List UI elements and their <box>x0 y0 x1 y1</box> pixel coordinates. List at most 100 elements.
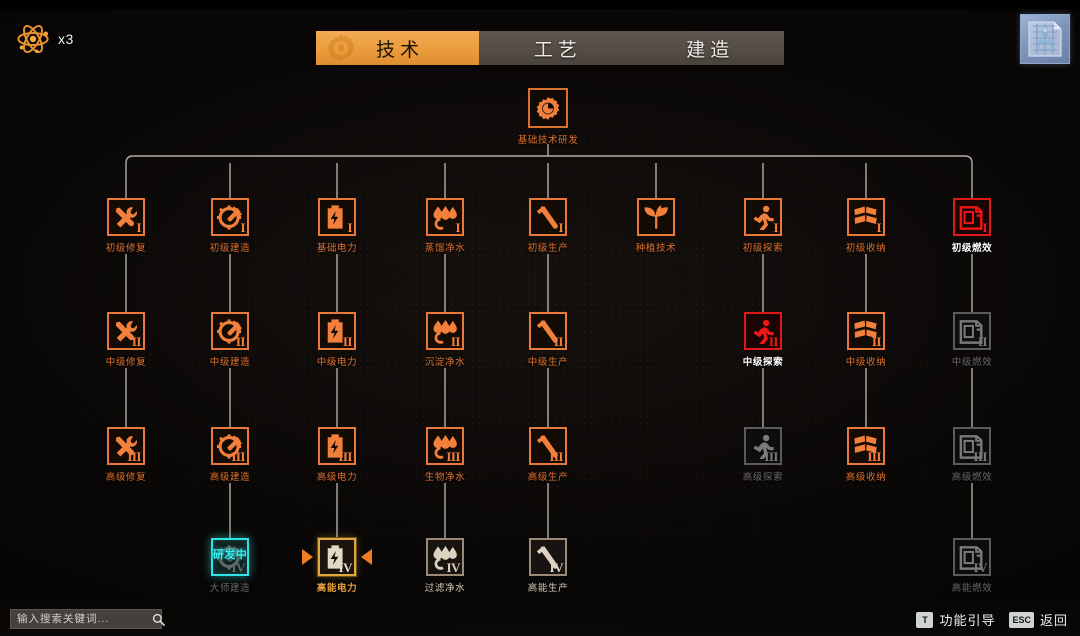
tech-node-power-2[interactable]: II 中级电力 <box>299 312 375 368</box>
tech-node-icon-box[interactable]: I <box>847 198 885 236</box>
tech-node-icon-box[interactable] <box>637 198 675 236</box>
battery-bolt-icon <box>327 318 343 343</box>
tab-tech[interactable]: 技术 <box>316 31 480 65</box>
boxes-icon <box>854 435 877 453</box>
tech-node-icon-box[interactable]: III <box>211 427 249 465</box>
tab-craft[interactable]: 工艺 <box>479 31 632 65</box>
tech-node-root[interactable]: 基础技术研发 <box>510 88 586 146</box>
boxes-icon <box>854 206 877 224</box>
selection-arrow-right <box>361 549 372 565</box>
blueprint-button[interactable] <box>1020 14 1070 64</box>
search-input[interactable] <box>17 613 152 625</box>
tech-node-icon-box[interactable]: II <box>211 312 249 350</box>
tab-craft-label: 工艺 <box>533 39 582 61</box>
tech-node-label: 初级收纳 <box>845 243 887 254</box>
tech-node-tier: III <box>973 449 987 464</box>
tech-node-water-2[interactable]: II 沉淀净水 <box>407 312 483 368</box>
tech-node-icon-box[interactable]: III <box>529 427 567 465</box>
tech-node-label: 高能电力 <box>316 583 358 594</box>
tech-node-label: 基础技术研发 <box>517 135 579 146</box>
tech-node-icon-box[interactable]: I <box>211 198 249 236</box>
search-box[interactable] <box>10 609 165 629</box>
tech-node-icon-box[interactable]: III <box>318 427 356 465</box>
tech-node-icon-box[interactable]: I <box>953 198 991 236</box>
tech-node-store-1[interactable]: I 初级收纳 <box>828 198 904 254</box>
tech-node-icon-box[interactable]: I <box>744 198 782 236</box>
hammer-icon <box>536 205 558 229</box>
tech-node-icon-box[interactable] <box>528 88 568 128</box>
tab-build[interactable]: 建造 <box>631 31 784 65</box>
tech-node-icon-box[interactable]: III <box>847 427 885 465</box>
hammer-icon <box>536 434 558 458</box>
key-hints: T 功能引导 ESC 返回 <box>916 610 1068 629</box>
tech-node-icon-box[interactable]: IV <box>529 538 567 576</box>
tech-node-icon-box[interactable]: II <box>318 312 356 350</box>
tech-node-repair-2[interactable]: II 中级修复 <box>88 312 164 368</box>
gear-hammer-icon <box>217 204 243 230</box>
tech-node-icon-box[interactable]: I <box>107 198 145 236</box>
tech-node-icon-box[interactable]: II <box>426 312 464 350</box>
tech-node-tier: I <box>455 220 460 235</box>
tech-node-icon-box[interactable]: III <box>107 427 145 465</box>
tech-node-icon-box[interactable]: IV <box>426 538 464 576</box>
tech-node-icon-box[interactable]: II <box>744 312 782 350</box>
key-t: T <box>916 611 934 628</box>
search-icon[interactable] <box>152 613 165 626</box>
tech-node-icon-box[interactable]: I <box>529 198 567 236</box>
tech-node-farm-1[interactable]: 种植技术 <box>618 198 694 254</box>
tech-node-icon-box[interactable]: IV <box>953 538 991 576</box>
tech-node-icon-box[interactable]: I <box>426 198 464 236</box>
gear-hammer-icon <box>217 433 243 459</box>
tech-node-icon-box[interactable]: IV <box>318 538 356 576</box>
tech-node-label: 大师建造 <box>209 583 251 594</box>
tech-node-icon-box[interactable]: III <box>426 427 464 465</box>
tech-node-tier: III <box>764 449 778 464</box>
tech-node-icon-box[interactable]: III <box>953 427 991 465</box>
tech-node-label: 中级电力 <box>316 357 358 368</box>
tech-node-icon-box[interactable]: I <box>318 198 356 236</box>
hint-guide[interactable]: T 功能引导 <box>916 610 995 629</box>
tech-node-tier: III <box>446 449 460 464</box>
tech-node-icon-box[interactable]: III <box>744 427 782 465</box>
tech-node-icon-box[interactable]: II <box>953 312 991 350</box>
hint-back[interactable]: ESC 返回 <box>1009 610 1068 629</box>
tech-node-label: 中级修复 <box>105 357 147 368</box>
tech-node-icon-box[interactable]: II <box>847 312 885 350</box>
tech-node-explore-2[interactable]: II 中级探索 <box>725 312 801 368</box>
tab-tech-label: 技术 <box>376 39 425 61</box>
tech-node-tier: II <box>977 334 988 349</box>
tech-node-icon-box[interactable]: II <box>529 312 567 350</box>
tech-node-tier: IV <box>973 560 988 575</box>
tech-node-label: 中级探索 <box>742 357 784 368</box>
tech-node-icon-box[interactable]: II <box>107 312 145 350</box>
gear-research-icon <box>536 96 560 120</box>
tech-node-label: 沉淀净水 <box>424 357 466 368</box>
tech-node-power-4[interactable]: IV 高能电力 <box>299 538 375 594</box>
boxes-icon <box>854 320 877 338</box>
